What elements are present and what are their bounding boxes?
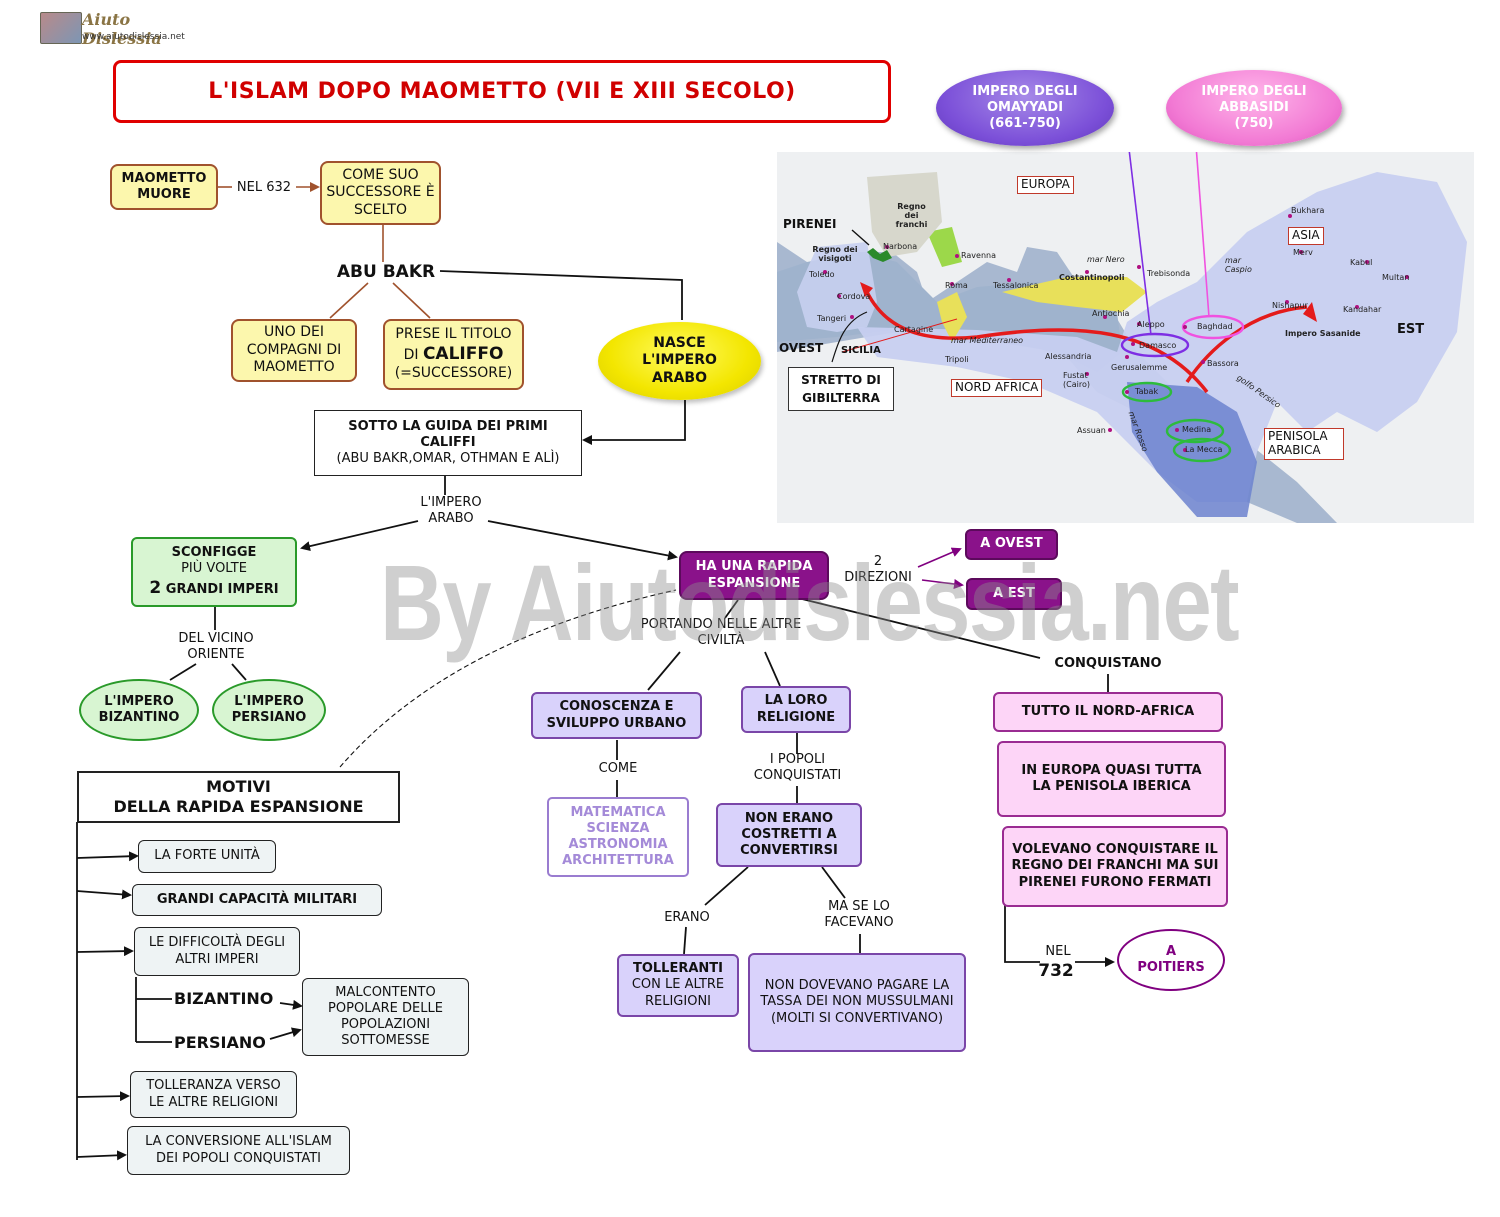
map-gibilterra-box: STRETTO DI GIBILTERRA <box>788 367 894 411</box>
bizantino-label: BIZANTINO <box>174 989 274 1008</box>
book-icon <box>40 12 82 44</box>
place-tangeri: Tangeri <box>817 314 847 323</box>
map-nord-africa-label: NORD AFRICA <box>951 379 1043 397</box>
a-est-box: A EST <box>966 578 1062 610</box>
place-trebisonda: Trebisonda <box>1147 269 1191 278</box>
regno-franchi-box: VOLEVANO CONQUISTARE IL REGNO DEI FRANCH… <box>1002 826 1228 907</box>
place-mar-nero: mar Nero <box>1087 255 1125 264</box>
place-fustat: Fustat (Cairo) <box>1063 371 1090 389</box>
poitiers-ellipse: A POITIERS <box>1117 929 1225 991</box>
come-label: COME <box>598 761 638 776</box>
place-gerusalemme: Gerusalemme <box>1111 363 1168 372</box>
tolleranza-box: TOLLERANZA VERSO LE ALTRE RELIGIONI <box>130 1071 297 1118</box>
place-cordova: Cordova <box>837 292 871 301</box>
popoli-conquistati-label: I POPOLI CONQUISTATI <box>753 752 842 784</box>
logo: Aiuto Dislessia www.aiutodislessia.net <box>40 10 200 48</box>
map-asia-label: ASIA <box>1288 227 1324 245</box>
penisola-iberica-box: IN EUROPA QUASI TUTTA LA PENISOLA IBERIC… <box>997 741 1226 817</box>
map-sicilia-label: SICILIA <box>841 345 881 356</box>
place-kandahar: Kandahar <box>1343 305 1382 314</box>
map-europa-label: EUROPA <box>1017 176 1074 194</box>
capacita-militari-box: GRANDI CAPACITÀ MILITARI <box>132 884 382 916</box>
map-ovest-label: OVEST <box>779 341 824 355</box>
page-title: L'ISLAM DOPO MAOMETTO (VII E XIII SECOLO… <box>113 60 891 123</box>
primi-califfi-box: SOTTO LA GUIDA DEI PRIMI CALIFFI (ABU BA… <box>314 410 582 476</box>
place-toledo: Toledo <box>809 270 835 279</box>
conoscenza-box: CONOSCENZA E SVILUPPO URBANO <box>531 692 702 739</box>
compagno-box: UNO DEI COMPAGNI DI MAOMETTO <box>231 319 357 382</box>
place-roma: Roma <box>945 281 968 290</box>
historical-map: EUROPA ASIA NORD AFRICA PENISOLA ARABICA… <box>777 152 1474 523</box>
persiano-label: PERSIANO <box>174 1033 266 1052</box>
place-mecca: La Mecca <box>1185 445 1223 454</box>
vicino-oriente-label: DEL VICINO ORIENTE <box>178 631 254 663</box>
ma-se-lo-label: MA SE LO FACEVANO <box>824 899 894 931</box>
logo-url: www.aiutodislessia.net <box>82 32 185 42</box>
place-merv: Merv <box>1293 248 1313 257</box>
tolleranti-box: TOLLERANTI CON LE ALTRE RELIGIONI <box>617 954 739 1017</box>
map-penisola-label: PENISOLA ARABICA <box>1264 428 1344 460</box>
place-sasanide: Impero Sasanide <box>1285 329 1361 338</box>
anno-732-label: 732 <box>1038 961 1074 981</box>
successore-box: COME SUO SUCCESSORE È SCELTO <box>320 161 441 225</box>
place-assuan: Assuan <box>1077 426 1106 435</box>
place-multan: Multan <box>1382 273 1410 282</box>
place-bukhara: Bukhara <box>1291 206 1325 215</box>
place-tabak: Tabak <box>1135 387 1159 396</box>
place-bassora: Bassora <box>1207 359 1239 368</box>
maometto-muore-box: MAOMETTO MUORE <box>110 164 218 210</box>
place-narbona: Narbona <box>883 242 918 251</box>
logo-name: Aiuto Dislessia <box>82 10 162 48</box>
map-est-label: EST <box>1397 322 1425 337</box>
place-ravenna: Ravenna <box>961 251 996 260</box>
conversione-box: LA CONVERSIONE ALL'ISLAM DEI POPOLI CONQ… <box>127 1126 350 1175</box>
abu-bakr-label: ABU BAKR <box>336 262 436 282</box>
place-franchi: Regno dei franchi <box>895 202 928 229</box>
place-aleppo: Aleppo <box>1137 320 1165 329</box>
place-costantinopoli: Costantinopoli <box>1059 273 1125 282</box>
portando-label: PORTANDO NELLE ALTRE CIVILTÀ <box>640 617 802 649</box>
scienze-box: MATEMATICA SCIENZA ASTRONOMIA ARCHITETTU… <box>547 797 689 877</box>
place-damasco: Damasco <box>1139 341 1177 350</box>
nord-africa-box: TUTTO IL NORD-AFRICA <box>993 692 1223 732</box>
place-baghdad: Baghdad <box>1197 322 1233 331</box>
place-cartagine: Cartagine <box>894 325 934 334</box>
place-mediterraneo: mar Mediterraneo <box>951 336 1024 345</box>
omayyadi-ellipse: IMPERO DEGLI OMAYYADI (661-750) <box>936 70 1114 146</box>
place-kabul: Kabul <box>1350 258 1373 267</box>
place-alessandria: Alessandria <box>1045 352 1092 361</box>
malcontento-box: MALCONTENTO POPOLARE DELLE POPOLAZIONI S… <box>302 978 469 1056</box>
erano-label: ERANO <box>664 910 710 925</box>
place-visigoti: Regno dei visigoti <box>812 245 858 263</box>
nel-label: NEL <box>1045 944 1071 959</box>
espansione-box: HA UNA RAPIDA ESPANSIONE <box>679 551 829 600</box>
califfo-box: PRESE IL TITOLO DI CALIFFO (=SUCCESSORE) <box>383 319 524 390</box>
nasce-impero-ellipse: NASCE L'IMPERO ARABO <box>598 322 761 400</box>
place-mar-caspio: mar Caspio <box>1225 256 1252 274</box>
impero-persiano-ellipse: L'IMPERO PERSIANO <box>212 679 326 741</box>
map-pirenei-label: PIRENEI <box>783 217 837 231</box>
a-ovest-box: A OVEST <box>965 529 1058 560</box>
nel-632-label: NEL 632 <box>236 180 292 195</box>
map-shapes <box>777 152 1474 523</box>
tassa-box: NON DOVEVANO PAGARE LA TASSA DEI NON MUS… <box>748 953 966 1052</box>
place-tessalonica: Tessalonica <box>993 281 1039 290</box>
sconfigge-box: SCONFIGGE PIÙ VOLTE 2 GRANDI IMPERI <box>131 537 297 607</box>
impero-arabo-label: L'IMPERO ARABO <box>420 495 482 527</box>
non-erano-box: NON ERANO COSTRETTI A CONVERTIRSI <box>716 803 862 867</box>
impero-bizantino-ellipse: L'IMPERO BIZANTINO <box>79 679 199 741</box>
place-medina: Medina <box>1182 425 1212 434</box>
place-tripoli: Tripoli <box>945 355 969 364</box>
motivi-title-box: MOTIVI DELLA RAPIDA ESPANSIONE <box>77 771 400 823</box>
place-antiochia: Antiochia <box>1092 309 1130 318</box>
forte-unita-box: LA FORTE UNITÀ <box>138 840 276 873</box>
conquistano-label: CONQUISTANO <box>1054 656 1162 671</box>
abbasidi-ellipse: IMPERO DEGLI ABBASIDI (750) <box>1166 70 1342 146</box>
place-nishapur: Nishapur <box>1272 301 1308 310</box>
religione-box: LA LORO RELIGIONE <box>741 686 851 733</box>
difficolta-box: LE DIFFICOLTÀ DEGLI ALTRI IMPERI <box>134 927 300 976</box>
